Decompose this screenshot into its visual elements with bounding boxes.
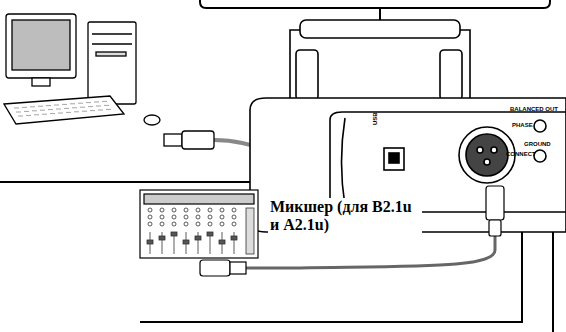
fader-slot (234, 232, 235, 254)
keyboard-key (58, 113, 63, 114)
keyboard-key (104, 105, 109, 106)
mixer-knob (172, 208, 176, 212)
fader-cap (195, 236, 201, 240)
keyboard-key (74, 111, 79, 112)
fader-slot (198, 232, 199, 254)
fader-cap (171, 232, 177, 236)
fader-cap (219, 240, 225, 244)
mixer-knob (220, 208, 224, 212)
keyboard-key (96, 106, 101, 107)
mixer-knob (160, 215, 164, 219)
keyboard-key (88, 106, 93, 107)
keyboard-key (46, 105, 51, 106)
keyboard-key (34, 114, 39, 115)
mixer-knob (220, 222, 224, 226)
fader-cap (183, 240, 189, 244)
keyboard-key (64, 108, 69, 109)
keyboard-key (42, 114, 47, 115)
keyboard-key (98, 110, 103, 111)
mixer-knob (148, 215, 152, 219)
fader-cap (159, 236, 165, 240)
mixer-knob (196, 222, 200, 226)
device-caption: Микшер (для B2.1u и A2.1u) (268, 198, 422, 233)
keyboard-key (18, 116, 23, 117)
switch-label: PHASE (512, 122, 533, 129)
mixer-knob (232, 215, 236, 219)
mixer-knob (196, 208, 200, 212)
connector-label: BALANCED OUT (510, 106, 558, 113)
keyboard-key (86, 102, 91, 103)
mixer-knob (220, 215, 224, 219)
keyboard-key (22, 107, 27, 108)
fader-cap (231, 236, 237, 240)
keyboard-key (50, 113, 55, 114)
mixer-knob (172, 215, 176, 219)
mixer-knob (184, 208, 188, 212)
switch-label: CONNECT (506, 151, 536, 158)
mixer-knob (196, 215, 200, 219)
fader-cap (147, 240, 153, 244)
mixer-knob (184, 222, 188, 226)
keyboard-key (40, 110, 45, 111)
keyboard-key (14, 108, 19, 109)
mixer-knob (208, 222, 212, 226)
keyboard-key (16, 112, 21, 113)
mixer-knob (232, 208, 236, 212)
keyboard-key (70, 103, 75, 104)
keyboard-key (80, 107, 85, 108)
keyboard-key (54, 105, 59, 106)
callout-box (200, 0, 550, 8)
mixer-knob (160, 208, 164, 212)
keyboard-key (32, 110, 37, 111)
keyboard-key (24, 111, 29, 112)
keyboard-key (94, 102, 99, 103)
fader-cap (207, 232, 213, 236)
keyboard-key (38, 106, 43, 107)
keyboard-key (56, 109, 61, 110)
keyboard-key (82, 111, 87, 112)
keyboard-key (30, 106, 35, 107)
switch-label: GROUND (524, 141, 551, 148)
keyboard-key (72, 107, 77, 108)
fader-slot (162, 232, 163, 254)
keyboard-key (62, 104, 67, 105)
keyboard-key (106, 109, 111, 110)
computer (4, 14, 160, 125)
mixer-knob (148, 208, 152, 212)
mixer-knob (148, 222, 152, 226)
mixer-knob (172, 222, 176, 226)
mixer-knob (232, 222, 236, 226)
xlr-cable (246, 236, 495, 268)
keyboard-key (48, 109, 53, 110)
mixer-knob (208, 215, 212, 219)
mixer-knob (208, 208, 212, 212)
keyboard-key (90, 110, 95, 111)
keyboard-key (66, 112, 71, 113)
port-label: USB (372, 112, 379, 125)
mixer (140, 190, 258, 258)
mixer-knob (160, 222, 164, 226)
keyboard-key (78, 103, 83, 104)
keyboard-key (26, 115, 31, 116)
keyboard-key (102, 101, 107, 102)
mixer-knob (184, 215, 188, 219)
master-section (246, 208, 254, 254)
